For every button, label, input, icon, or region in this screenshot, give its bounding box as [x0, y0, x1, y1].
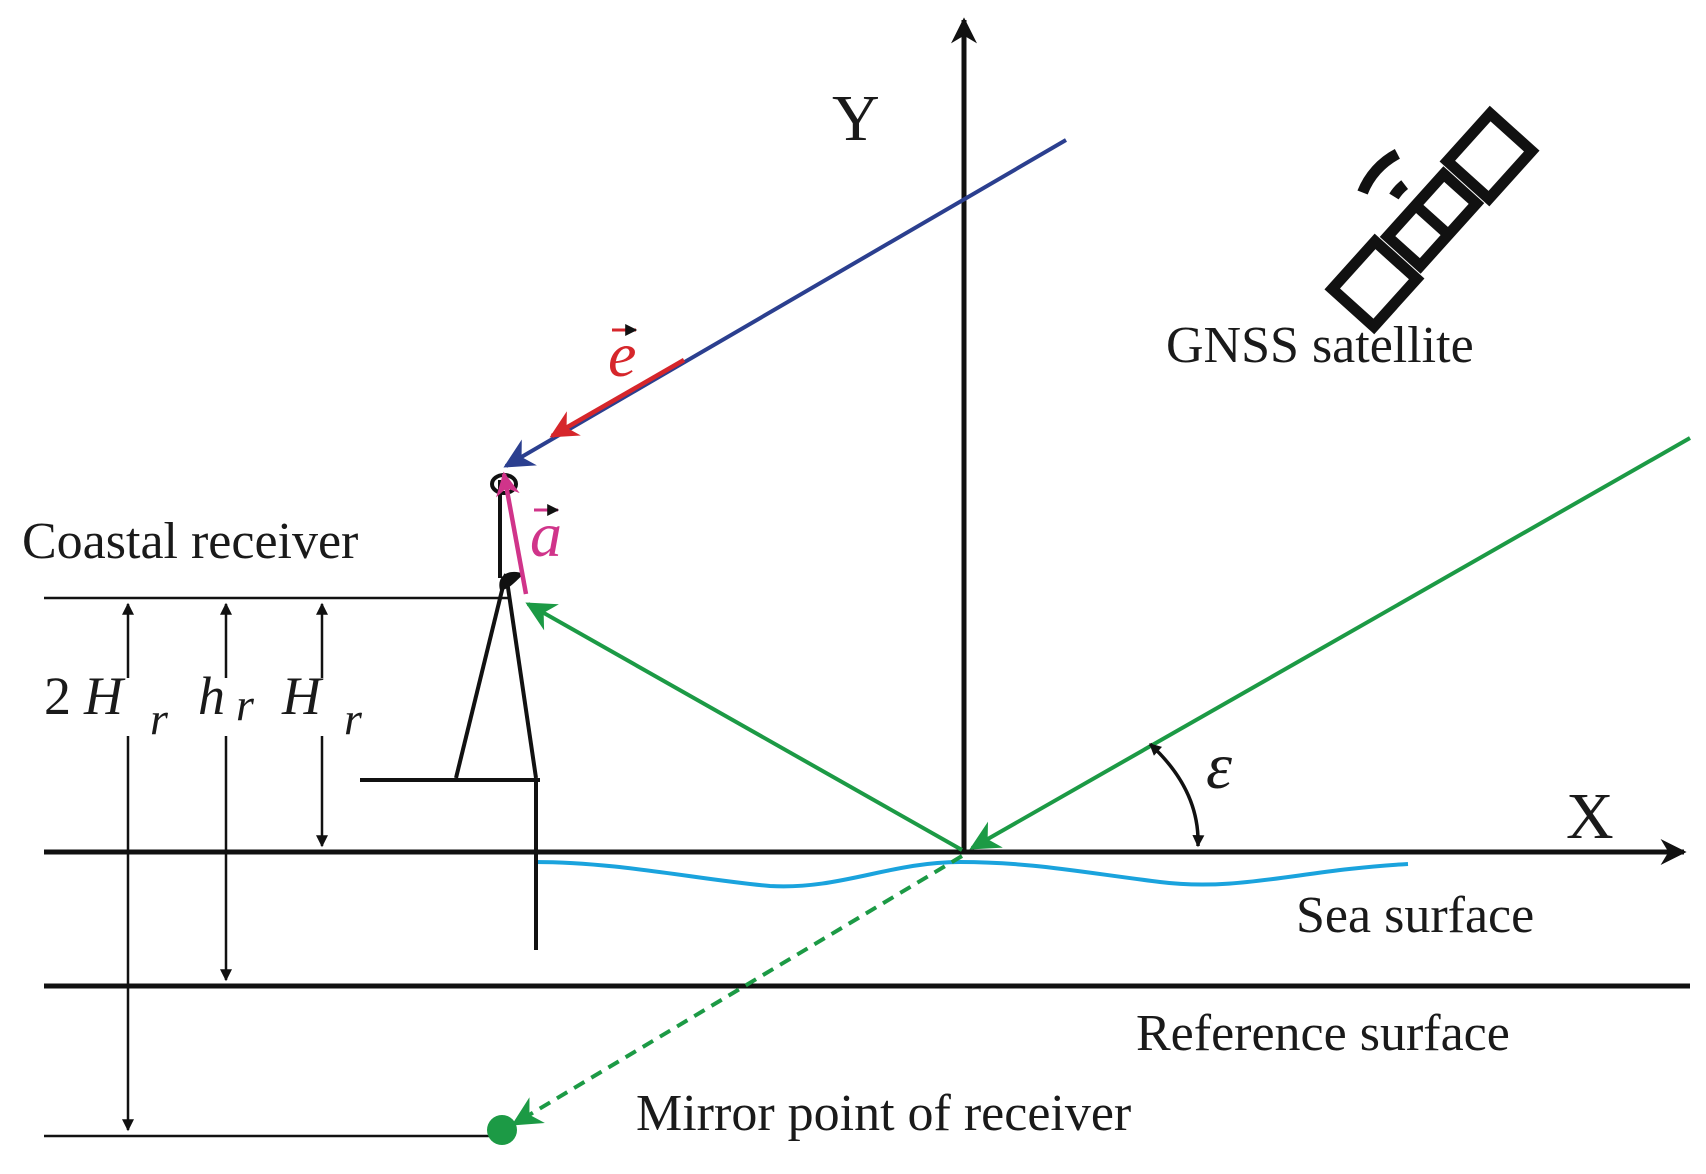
coastal-receiver-label: Coastal receiver: [22, 513, 358, 570]
dim-Hr-label: H r: [281, 666, 363, 744]
elevation-angle-arc: [1148, 742, 1205, 848]
sea-surface-wave: [533, 859, 1409, 889]
elevation-angle-label: ε: [1206, 730, 1232, 803]
sea-surface-label: Sea surface: [1296, 887, 1534, 944]
dim-2Hr-label: 2 H r: [44, 666, 169, 744]
mirror-ray-dashed: [511, 854, 964, 1126]
dim-2Hr-coef: 2: [44, 666, 71, 726]
dim-hr-letter: h: [198, 666, 225, 726]
vector-e-arrow: [549, 358, 686, 438]
reflected-incoming-ray: [969, 436, 1691, 850]
dim-2Hr-letter: H: [83, 666, 126, 726]
satellite-icon: [1324, 105, 1540, 335]
vector-a-label: a: [530, 499, 562, 570]
dim-2Hr-subscript: r: [150, 693, 169, 744]
mirror-point-marker: [487, 1115, 517, 1145]
incoming-satellite-ray: [503, 138, 1068, 468]
coastal-receiver-tower: [360, 473, 540, 950]
vector-a-arrow: [496, 471, 529, 595]
vector-e-label: e: [608, 319, 638, 390]
mirror-point-label: Mirror point of receiver: [636, 1085, 1131, 1142]
dim-hr-subscript: r: [236, 679, 255, 730]
y-axis-label: Y: [832, 82, 880, 155]
reflected-ray-to-receiver: [525, 602, 963, 852]
vector-a-text: a: [530, 499, 562, 570]
vector-e-text: e: [608, 319, 636, 390]
dim-hr-label: h r: [198, 666, 255, 730]
x-axis-label: X: [1566, 780, 1614, 853]
dim-Hr-letter: H: [281, 666, 324, 726]
dim-Hr-subscript: r: [344, 693, 363, 744]
reference-surface-label: Reference surface: [1136, 1005, 1510, 1062]
satellite-label: GNSS satellite: [1166, 317, 1474, 374]
